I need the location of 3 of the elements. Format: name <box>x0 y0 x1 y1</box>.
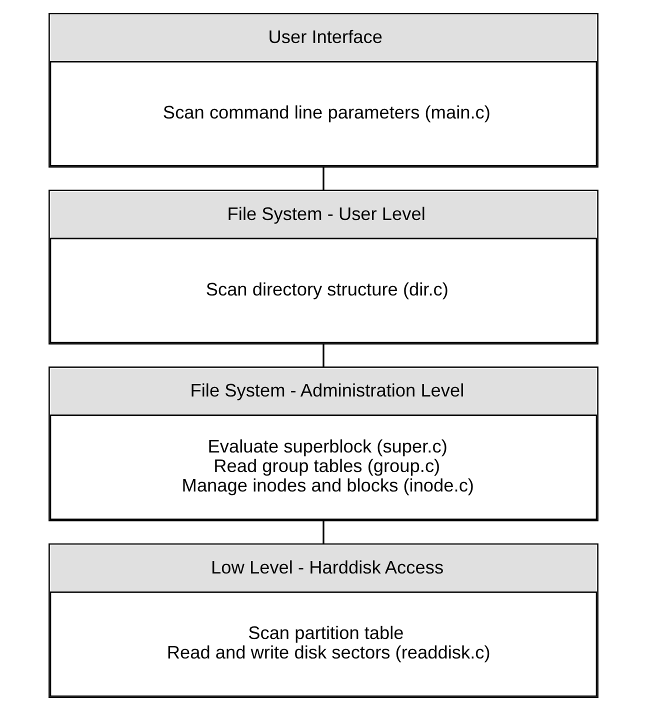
connector <box>322 344 324 368</box>
connector <box>322 520 324 544</box>
connector <box>322 167 324 190</box>
